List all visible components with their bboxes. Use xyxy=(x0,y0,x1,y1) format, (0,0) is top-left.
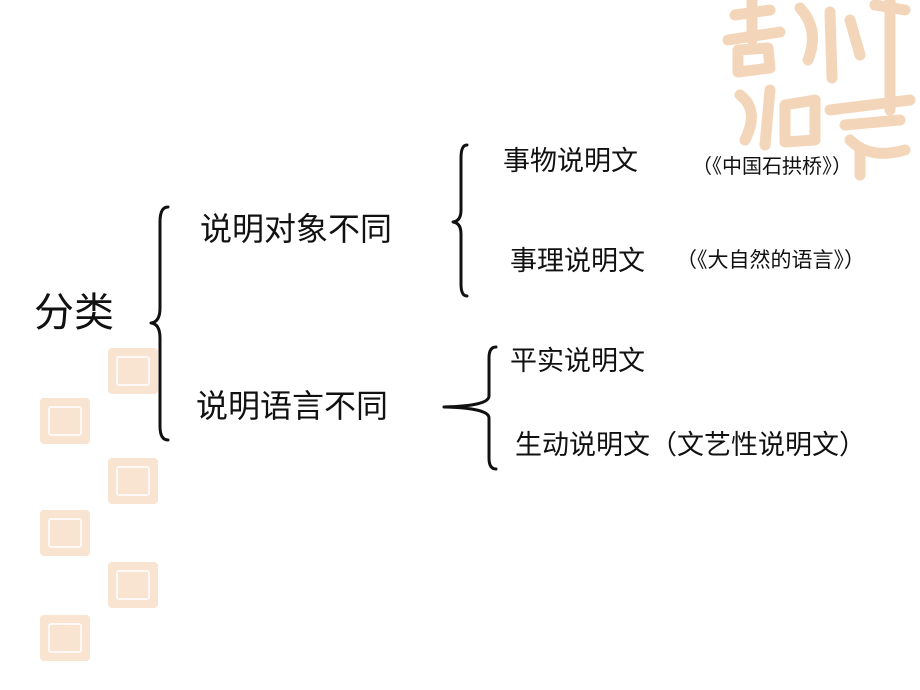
leaf-things-example: （《中国石拱桥》） xyxy=(692,154,852,178)
stamp-decoration xyxy=(40,510,90,556)
leaf-things-label: 事物说明文 xyxy=(503,146,638,177)
brace-object xyxy=(451,143,469,298)
stamp-decoration xyxy=(108,348,158,394)
branch-object-label: 说明对象不同 xyxy=(200,210,393,248)
stamp-decoration xyxy=(40,398,90,444)
leaf-reasoning-example: （《大自然的语言》） xyxy=(676,248,865,272)
leaf-reasoning-label: 事理说明文 xyxy=(510,246,645,277)
root-node-label: 分类 xyxy=(34,290,114,336)
brace-language xyxy=(442,345,498,471)
stamp-decoration xyxy=(40,615,90,661)
branch-language-label: 说明语言不同 xyxy=(196,387,389,425)
stamp-decoration xyxy=(108,562,158,608)
leaf-plain-label: 平实说明文 xyxy=(510,346,645,377)
brace-root xyxy=(149,205,170,442)
stamp-decoration xyxy=(108,458,158,504)
leaf-vivid-label: 生动说明文（文艺性说明文） xyxy=(515,430,866,461)
